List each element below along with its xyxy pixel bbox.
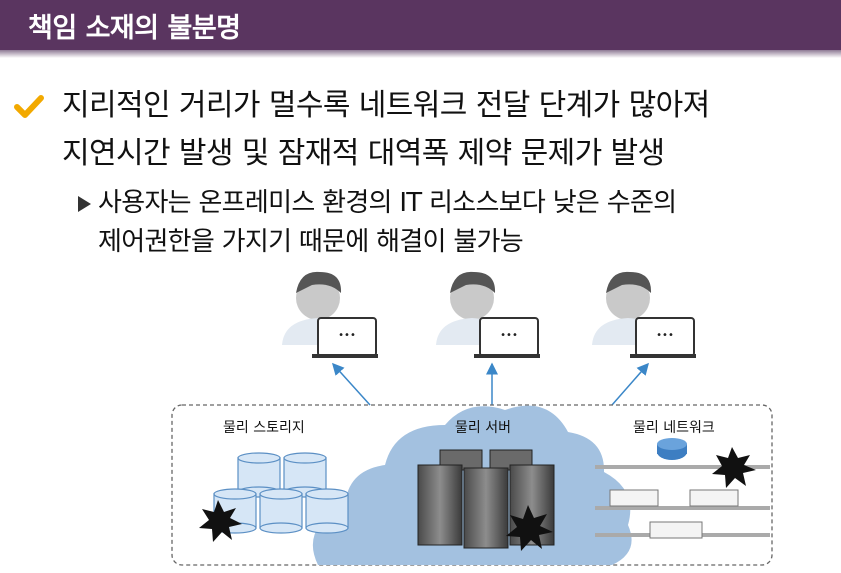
laptop-icon: ••• — [312, 317, 378, 358]
laptop-icon: ••• — [630, 317, 696, 358]
network-label: 물리 네트워크 — [633, 420, 715, 436]
server-label: 물리 서버 — [455, 420, 511, 436]
sub-bullet-line-2: 제어권한을 가지기 때문에 해결이 불가능 — [98, 227, 524, 257]
bullet-line-2: 지연시간 발생 및 잠재적 대역폭 제약 문제가 발생 — [62, 136, 665, 171]
user-1: ••• — [282, 271, 378, 358]
infrastructure-frame — [171, 404, 773, 566]
laptop-icon: ••• — [474, 317, 540, 358]
checkmark-icon — [14, 95, 44, 118]
failure-burst-icon — [712, 447, 756, 488]
failure-burst-icon — [506, 505, 553, 551]
user-3: ••• — [592, 271, 696, 358]
failure-burst-icon — [199, 500, 242, 542]
slide-title: 책임 소재의 불분명 — [28, 13, 241, 44]
storage-disks — [213, 452, 349, 534]
sub-bullet-line-1: 사용자는 온프레미스 환경의 IT 리소스보다 낮은 수준의 — [98, 188, 677, 218]
laptop-screen-text: ••• — [500, 330, 518, 341]
bullet-line-1: 지리적인 거리가 멀수록 네트워크 전달 단계가 많아져 — [62, 88, 710, 123]
laptop-screen-text: ••• — [338, 330, 356, 341]
triangle-bullet-icon — [78, 196, 91, 212]
arrow-to-user-3 — [611, 362, 649, 406]
storage-label: 물리 스토리지 — [223, 420, 305, 436]
laptop-screen-text: ••• — [656, 330, 674, 341]
arrow-to-user-1 — [331, 362, 371, 406]
network-devices — [595, 438, 770, 539]
header-accent-bar — [0, 50, 841, 58]
user-2: ••• — [436, 271, 540, 358]
slide-header: 책임 소재의 불분명 — [0, 0, 841, 50]
